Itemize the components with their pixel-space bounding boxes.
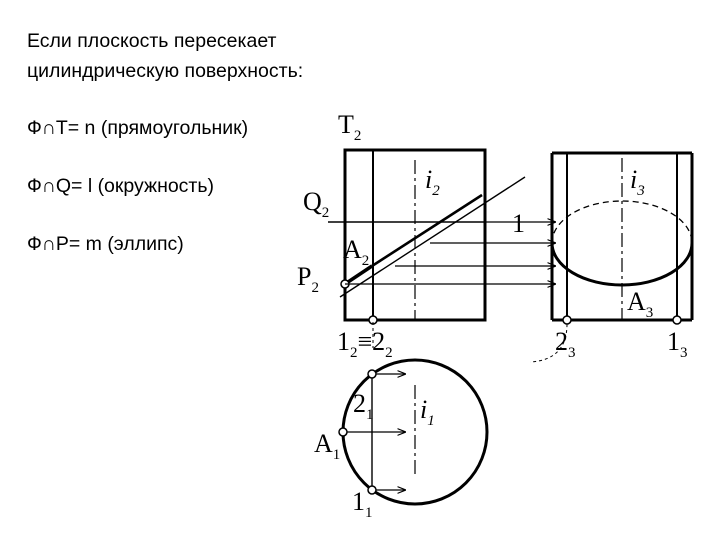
point-a1 bbox=[338, 427, 348, 437]
label-a2: A2 bbox=[343, 235, 369, 269]
label-1-3: 13 bbox=[667, 327, 688, 361]
side-view bbox=[550, 151, 694, 322]
label-a1: A1 bbox=[314, 429, 340, 463]
label-1-2-equiv-2-2: 12≡22 bbox=[337, 327, 393, 361]
label-2-1: 21 bbox=[353, 389, 374, 423]
label-i3: i3 bbox=[630, 165, 645, 199]
p-section-text: Ф∩Р= m (эллипс) bbox=[27, 233, 184, 255]
point-2-1 bbox=[367, 369, 377, 379]
label-2-3: 23 bbox=[555, 327, 576, 361]
label-1-1: 11 bbox=[352, 487, 373, 521]
label-i1: i1 bbox=[420, 395, 435, 429]
point-2-3 bbox=[562, 315, 572, 325]
q-section-text: Ф∩Q= l (окружность) bbox=[27, 175, 215, 197]
projection-lines bbox=[345, 222, 555, 284]
ellipse-hidden-half bbox=[551, 200, 693, 244]
section-ellipse-front-2 bbox=[371, 193, 483, 268]
t-section-text: Ф∩Т= n (прямоугольник) bbox=[27, 117, 249, 139]
label-q2: Q2 bbox=[303, 187, 329, 221]
point-1-1 bbox=[367, 485, 377, 495]
ellipse-visible-half bbox=[550, 242, 694, 287]
heading-line-2: цилиндрическую поверхность: bbox=[27, 60, 304, 82]
top-view bbox=[341, 322, 568, 506]
point-1-3 bbox=[672, 315, 682, 325]
label-i2: i2 bbox=[425, 165, 440, 199]
label-t2: T2 bbox=[338, 110, 361, 144]
label-a3: A3 bbox=[627, 287, 653, 321]
plane-p2-trace bbox=[339, 176, 526, 298]
heading-line-1: Если плоскость пересекает bbox=[27, 30, 277, 52]
label-1: 1 bbox=[512, 209, 525, 238]
front-view bbox=[328, 148, 526, 322]
label-p2: P2 bbox=[297, 262, 319, 296]
section-ellipse-front bbox=[344, 264, 373, 286]
